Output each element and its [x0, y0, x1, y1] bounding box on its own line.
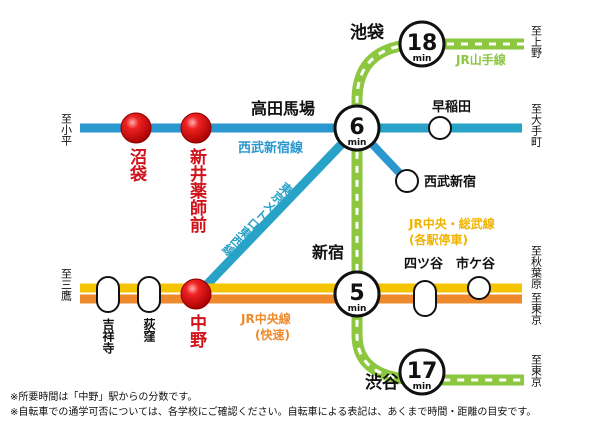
direction-kodaira: 至小平	[60, 113, 73, 147]
seibushinjuku-label: 西武新宿	[424, 174, 476, 190]
ikebukuro-time-value: 18	[407, 31, 438, 56]
ichigaya-label: 市ケ谷	[456, 256, 496, 272]
yotsuya-label: 四ツ谷	[404, 256, 444, 272]
shinjuku-label: 新宿	[312, 243, 344, 262]
numabukuro-station-marker	[120, 112, 152, 144]
sobu-line-sublabel: (各駅停車)	[409, 232, 468, 247]
yamanote-line-label: JR山手線	[455, 52, 506, 67]
direction-tokyo-shibuya: 至東京	[530, 354, 543, 388]
shinjuku-time-unit: min	[348, 304, 367, 314]
ikebukuro-time-circle: 18 min	[398, 20, 446, 68]
chuo-line-sublabel: (快速)	[255, 327, 290, 342]
nakano-label: 中野	[186, 313, 207, 349]
yotsuya-station-marker	[413, 280, 437, 317]
tozai-line-diagonal	[192, 124, 361, 300]
direction-otemachi: 至大手町	[530, 103, 543, 147]
shibuya-time-circle: 17 min	[398, 348, 446, 396]
chuo-line-label: JR中央線	[240, 311, 291, 326]
araiyakushimae-station-marker	[180, 112, 212, 144]
direction-tokyo-chuo: 至東京	[530, 292, 543, 326]
note-line-1: ※所要時間は「中野」駅からの分数です。	[10, 390, 197, 403]
takadanobaba-label: 高田馬場	[251, 99, 315, 118]
seibu-shinjuku-line-label: 西武新宿線	[238, 140, 304, 156]
numabukuro-label: 沼袋	[126, 147, 148, 183]
shibuya-time-value: 17	[407, 359, 438, 384]
waseda-station-marker	[428, 116, 452, 140]
direction-ueno: 至上野	[530, 25, 543, 58]
waseda-label: 早稲田	[432, 99, 471, 115]
kichijoji-station-marker	[96, 276, 120, 313]
shibuya-label: 渋谷	[365, 372, 400, 393]
shinjuku-time-value: 5	[349, 281, 364, 306]
yamanote-line	[351, 38, 524, 386]
ogikubo-label: 荻窪	[142, 317, 156, 343]
shibuya-time-unit: min	[413, 382, 432, 392]
takadanobaba-time-unit: min	[348, 138, 367, 148]
shinjuku-time-circle: 5 min	[333, 270, 381, 318]
ikebukuro-time-unit: min	[413, 54, 432, 64]
kichijoji-label: 吉祥寺	[101, 317, 115, 355]
note-line-2: ※自転車での通学可否については、各学校にご確認ください。自転車による表記は、あく…	[10, 405, 536, 418]
araiyakushimae-label: 新井薬師前	[186, 147, 207, 234]
takadanobaba-time-circle: 6 min	[333, 104, 381, 152]
ichigaya-station-marker	[467, 276, 491, 300]
tozai-line-label: 東京メトロ東西線	[219, 178, 296, 259]
sobu-line-label: JR中央・総武線	[408, 216, 495, 231]
direction-akihabara: 至秋葉原	[530, 245, 543, 289]
direction-mitaka: 至三鷹	[60, 268, 73, 302]
ikebukuro-label: 池袋	[350, 22, 385, 43]
ogikubo-station-marker	[137, 276, 161, 313]
nakano-station-marker	[180, 278, 212, 310]
takadanobaba-time-value: 6	[349, 115, 364, 140]
seibushinjuku-station-marker	[395, 169, 419, 193]
